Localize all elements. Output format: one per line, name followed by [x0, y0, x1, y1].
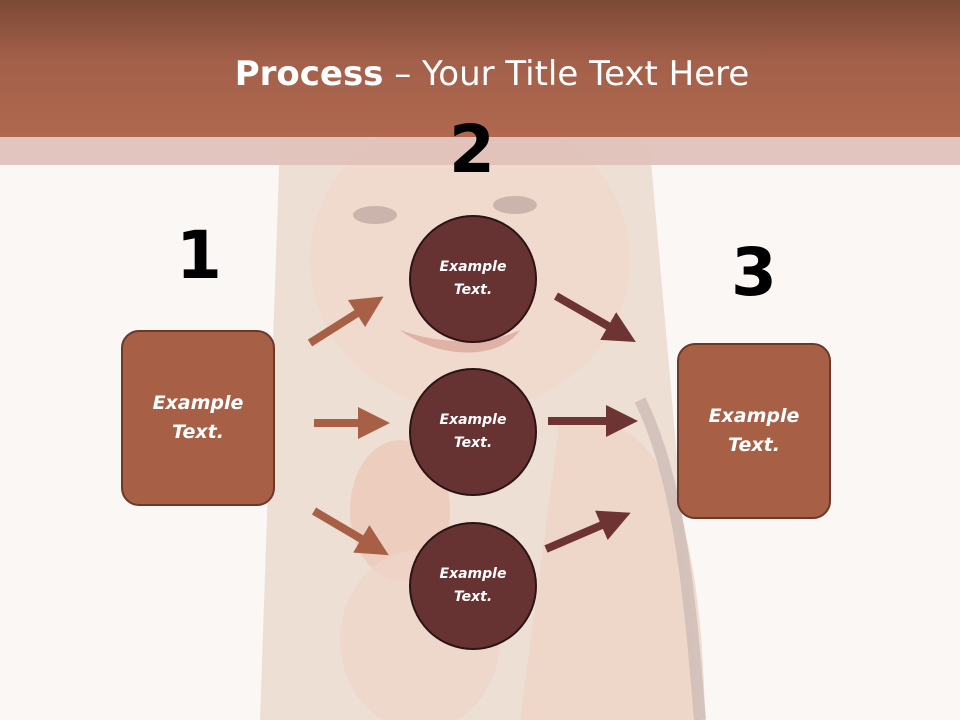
- left-box-label: Example Text.: [152, 392, 244, 443]
- arrow-bottom-to-right: [544, 510, 631, 553]
- step-number-2: 2: [449, 111, 495, 188]
- title-rest: – Your Title Text Here: [383, 54, 750, 94]
- circle-top: Example Text.: [409, 215, 537, 343]
- circle-middle: Example Text.: [409, 368, 537, 496]
- arrow-left-to-bottom: [311, 507, 389, 556]
- right-box-label: Example Text.: [708, 405, 800, 456]
- slide-title: Process – Your Title Text Here: [0, 52, 960, 96]
- circle-top-label: Example Text.: [439, 259, 507, 298]
- circle-bottom-label: Example Text.: [439, 566, 507, 605]
- left-text-box: Example Text.: [121, 330, 275, 506]
- title-bold: Process: [234, 54, 384, 94]
- step-number-1: 1: [176, 217, 222, 294]
- circle-middle-label: Example Text.: [439, 412, 507, 451]
- title-bar: [0, 0, 960, 137]
- step-number-3: 3: [731, 234, 777, 311]
- circle-bottom: Example Text.: [409, 522, 537, 650]
- right-text-box: Example Text.: [677, 343, 831, 519]
- arrow-top-to-right: [554, 292, 636, 342]
- arrow-left-to-top: [307, 296, 384, 347]
- title-underbar: [0, 137, 960, 165]
